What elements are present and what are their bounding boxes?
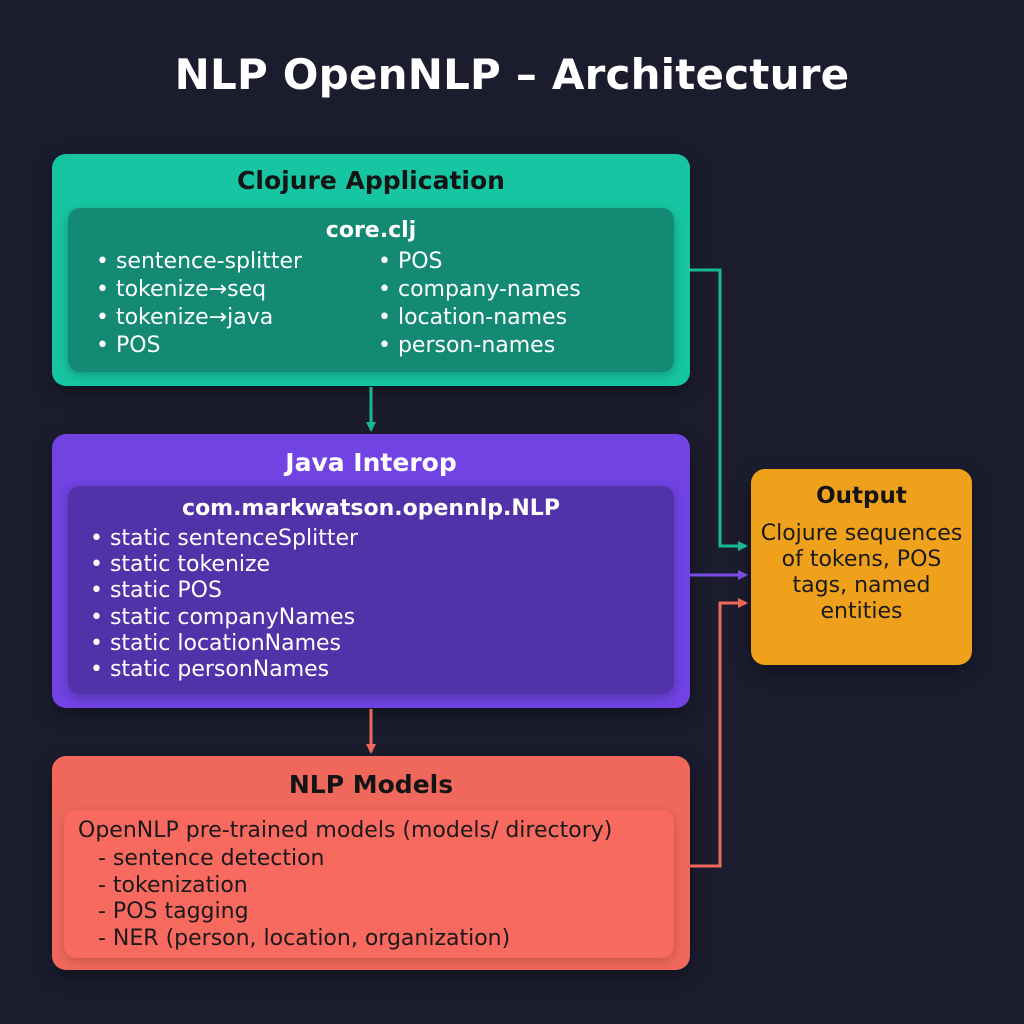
core-clj-title: core.clj <box>325 218 417 243</box>
core-functions-right: • POS • company-names • location-names •… <box>378 248 581 360</box>
core-clj-panel: core.clj • sentence-splitter • tokenize→… <box>68 208 674 372</box>
clojure-application-box: Clojure Application core.clj • sentence-… <box>52 154 690 386</box>
core-item: • sentence-splitter <box>96 249 303 274</box>
java-method-item: • static companyNames <box>90 604 356 630</box>
java-interop-title: Java Interop <box>285 448 457 477</box>
java-method-item: • static POS <box>90 578 222 604</box>
models-list: - sentence detection - tokenization - PO… <box>98 846 510 952</box>
java-method-item: • static sentenceSplitter <box>90 526 359 551</box>
java-static-methods: • static sentenceSplitter • static token… <box>90 526 358 683</box>
arrow-models-to-output <box>690 598 748 868</box>
output-description: Clojure sequences of tokens, POS tags, n… <box>760 521 963 624</box>
output-title: Output <box>816 483 907 509</box>
model-item: - POS tagging <box>98 899 249 924</box>
java-interop-box: Java Interop com.markwatson.opennlp.NLP … <box>52 434 690 708</box>
nlp-class-panel: com.markwatson.opennlp.NLP • static sent… <box>68 486 674 694</box>
core-functions-left: • sentence-splitter • tokenize→seq • tok… <box>96 248 302 360</box>
nlp-models-title: NLP Models <box>288 770 454 799</box>
clojure-application-title: Clojure Application <box>237 166 505 195</box>
output-box: Output Clojure sequences of tokens, POS … <box>751 469 972 665</box>
java-method-item: • static locationNames <box>90 630 342 656</box>
arrow-clojure-to-output <box>690 268 748 551</box>
core-item: • location-names <box>378 305 568 330</box>
core-item: • tokenize→java <box>96 305 274 330</box>
model-item: - NER (person, location, organization) <box>98 925 511 951</box>
java-method-item: • static tokenize <box>90 552 271 578</box>
models-panel: OpenNLP pre-trained models (models/ dire… <box>64 810 674 958</box>
core-item: • POS <box>378 249 443 274</box>
model-item: - tokenization <box>98 872 248 898</box>
diagram-title: NLP OpenNLP – Architecture <box>174 50 850 99</box>
java-method-item: • static personNames <box>90 657 330 683</box>
models-description: OpenNLP pre-trained models (models/ dire… <box>78 818 613 843</box>
core-item: • tokenize→seq <box>96 277 267 302</box>
nlp-models-box: NLP Models OpenNLP pre-trained models (m… <box>52 756 690 970</box>
nlp-class-title: com.markwatson.opennlp.NLP <box>182 496 560 521</box>
model-item: - sentence detection <box>98 846 325 871</box>
core-item: • POS <box>96 333 161 358</box>
core-item: • person-names <box>378 333 556 358</box>
core-item: • company-names <box>378 277 581 302</box>
